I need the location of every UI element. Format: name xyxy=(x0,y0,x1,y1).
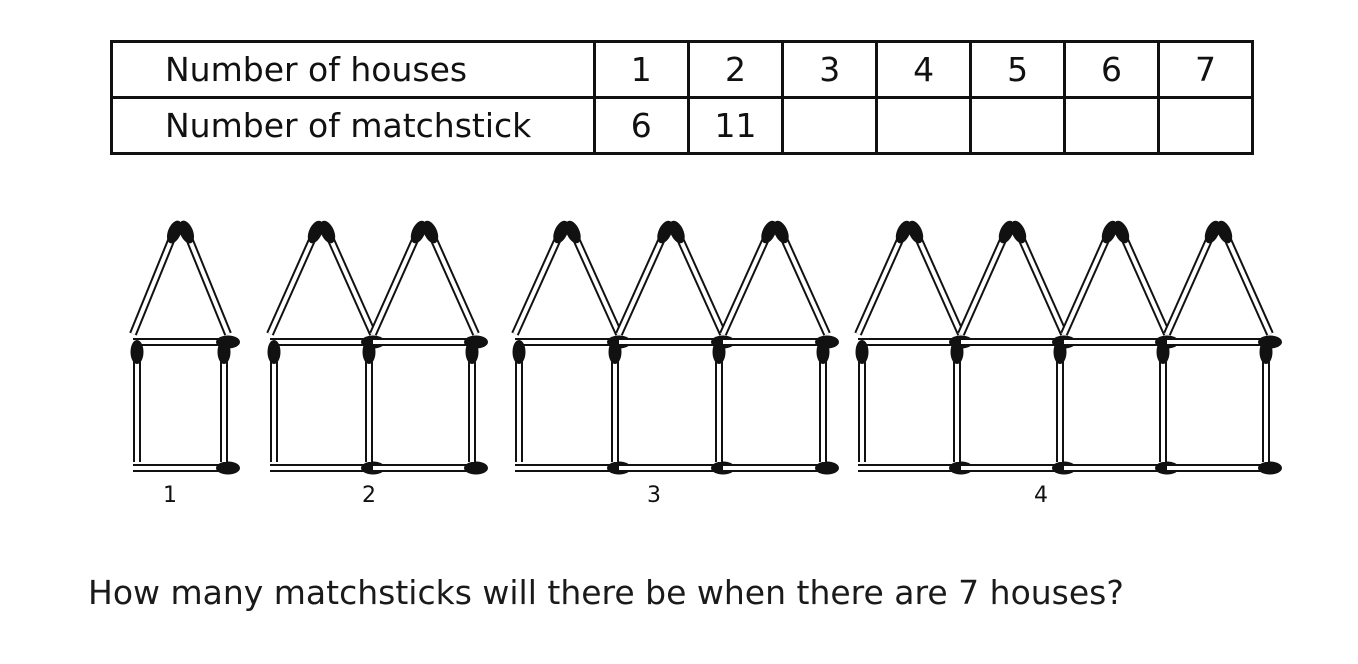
bottom-stick-3-2 xyxy=(619,461,735,475)
bottom-stick-2-1 xyxy=(270,461,385,475)
matchsticks-cell-5 xyxy=(969,96,1067,155)
roof-left-stick-4-3 xyxy=(1060,220,1118,336)
houses-cell-2: 2 xyxy=(686,40,785,99)
top-stick-3-3 xyxy=(723,335,839,349)
roof-right-stick-4-1 xyxy=(907,220,965,336)
roof-right-stick-4-4 xyxy=(1216,220,1274,336)
bottom-stick-2-2 xyxy=(373,461,488,475)
roof-left-stick-3-1 xyxy=(511,220,569,336)
roof-right-stick-4-2 xyxy=(1010,220,1068,336)
matchsticks-cell-7 xyxy=(1156,96,1255,155)
wall-stick-4-1 xyxy=(950,340,964,462)
roof-right-stick-3-3 xyxy=(773,220,831,336)
houses-row: Number of houses 1 2 3 4 5 6 7 xyxy=(110,40,1255,99)
houses-cell-1: 1 xyxy=(592,40,690,99)
houses-cell-3: 3 xyxy=(781,40,879,99)
wall-stick-4-4 xyxy=(1259,340,1273,462)
wall-stick-2-2 xyxy=(465,340,479,462)
roof-left-stick-4-1 xyxy=(854,220,912,336)
wall-stick-4-2 xyxy=(1053,340,1067,462)
matchsticks-cell-1: 6 xyxy=(592,96,690,155)
bottom-stick-4-4 xyxy=(1167,461,1282,475)
top-stick-2-2 xyxy=(373,335,488,349)
houses-cell-5: 5 xyxy=(969,40,1067,99)
houses-cell-4: 4 xyxy=(875,40,973,99)
bottom-stick-3-1 xyxy=(515,461,631,475)
houses-cell-7: 7 xyxy=(1156,40,1255,99)
matchsticks-cell-2: 11 xyxy=(686,96,785,155)
roof-left-stick-1-1 xyxy=(129,220,183,336)
wall-stick-4-3 xyxy=(1156,340,1170,462)
houses-cell-6: 6 xyxy=(1063,40,1160,99)
bottom-stick-4-3 xyxy=(1064,461,1179,475)
bottom-stick-3-3 xyxy=(723,461,839,475)
left-wall-stick-2 xyxy=(267,340,281,462)
bottom-stick-4-2 xyxy=(961,461,1076,475)
wall-stick-1-1 xyxy=(217,340,231,462)
matchsticks-header: Number of matchstick xyxy=(110,96,596,155)
left-wall-stick-1 xyxy=(130,340,144,462)
roof-right-stick-1-1 xyxy=(178,220,232,336)
roof-right-stick-4-3 xyxy=(1113,220,1171,336)
roof-right-stick-3-1 xyxy=(565,220,623,336)
left-wall-stick-4 xyxy=(855,340,869,462)
bottom-stick-1-1 xyxy=(133,461,240,475)
figure-label-2: 2 xyxy=(362,483,376,508)
top-stick-4-4 xyxy=(1167,335,1282,349)
roof-left-stick-3-3 xyxy=(719,220,777,336)
roof-left-stick-4-4 xyxy=(1163,220,1221,336)
bottom-stick-4-1 xyxy=(858,461,973,475)
question-text: How many matchsticks will there be when … xyxy=(88,573,1124,612)
roof-left-stick-2-1 xyxy=(266,220,324,336)
figure-label-3: 3 xyxy=(647,483,661,508)
wall-stick-3-1 xyxy=(608,340,622,462)
wall-stick-3-2 xyxy=(712,340,726,462)
roof-right-stick-2-2 xyxy=(422,220,480,336)
matchstick-table: Number of houses 1 2 3 4 5 6 7 Number of… xyxy=(110,40,1255,155)
matchsticks-cell-3 xyxy=(781,96,879,155)
houses-header: Number of houses xyxy=(110,40,596,99)
wall-stick-2-1 xyxy=(362,340,376,462)
roof-left-stick-3-2 xyxy=(615,220,673,336)
matchsticks-cell-4 xyxy=(875,96,973,155)
wall-stick-3-3 xyxy=(816,340,830,462)
roof-left-stick-2-2 xyxy=(369,220,427,336)
roof-right-stick-3-2 xyxy=(669,220,727,336)
matchsticks-row: Number of matchstick 6 11 xyxy=(110,96,1255,155)
matchsticks-cell-6 xyxy=(1063,96,1160,155)
roof-right-stick-2-1 xyxy=(319,220,377,336)
left-wall-stick-3 xyxy=(512,340,526,462)
roof-left-stick-4-2 xyxy=(957,220,1015,336)
figure-label-1: 1 xyxy=(163,483,177,508)
figure-label-4: 4 xyxy=(1034,483,1048,508)
